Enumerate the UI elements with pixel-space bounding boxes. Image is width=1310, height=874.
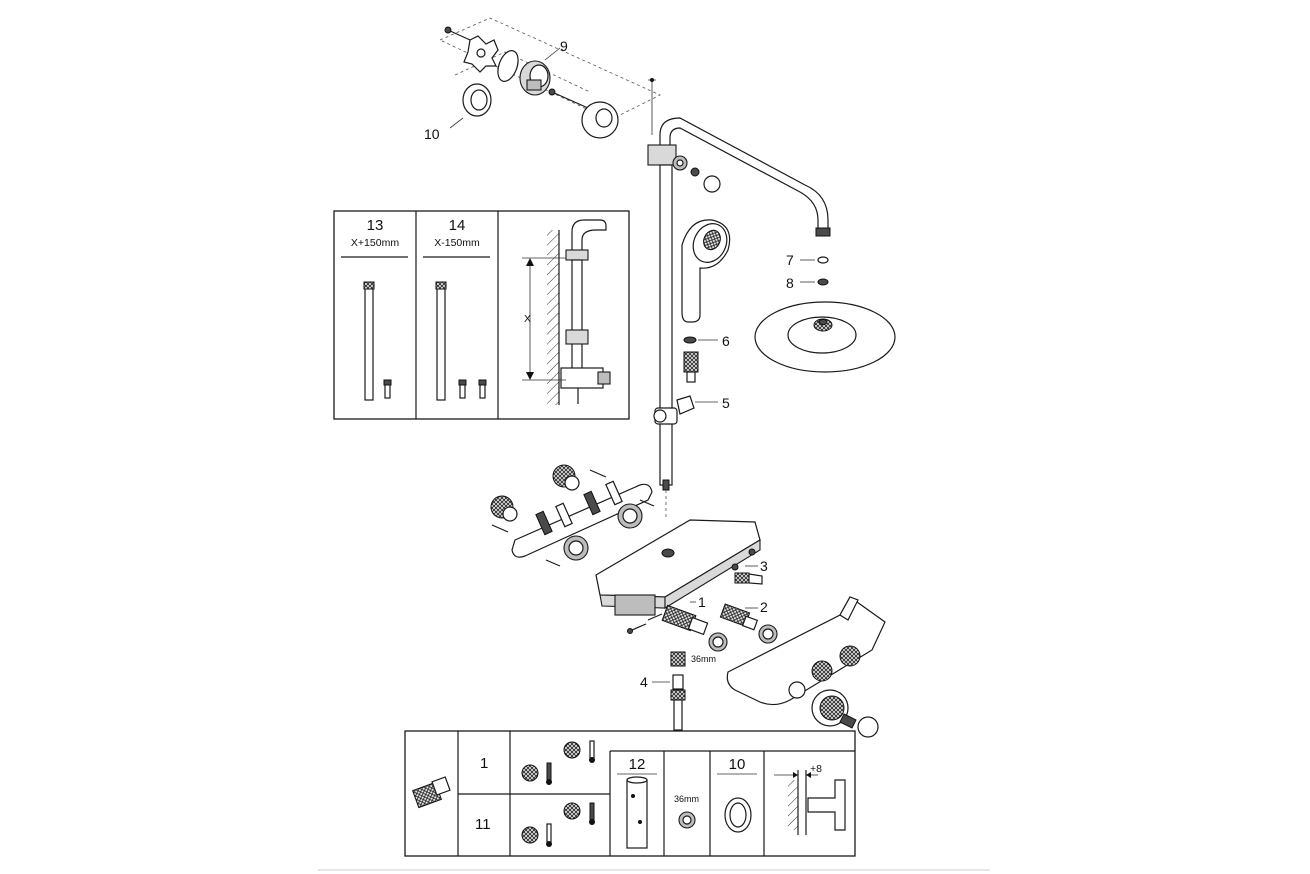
spare-offset-detail: +8 [774, 763, 846, 835]
spare-col-10-number: 10 [729, 756, 746, 773]
wall-flange [519, 60, 551, 96]
diverter-3 [734, 572, 763, 585]
temperature-handle [811, 689, 879, 738]
extension-panel: 13 X+150mm 14 X-150mm [333, 210, 630, 420]
spare-col-12-number: 12 [629, 756, 646, 773]
wall-section-detail: X [522, 219, 611, 405]
panel-13-text: X+150mm [351, 237, 399, 249]
spare-sleeve-12 [626, 776, 648, 849]
spare-nut-label: 36mm [674, 794, 699, 804]
callout-3: 3 [760, 558, 768, 574]
spares-table: 1 11 12 36mm [404, 730, 856, 857]
spare-row-1-parts [521, 740, 595, 785]
wall-o-ring [497, 50, 519, 82]
shower-arm-group: 7 8 [647, 117, 896, 373]
callout-10: 10 [424, 126, 440, 142]
mounting-screw-long [548, 88, 589, 109]
spare-row-2-number: 11 [475, 816, 491, 833]
spare-nut [678, 811, 696, 829]
cover-rosette [581, 101, 619, 139]
washer-8 [817, 278, 829, 286]
extension-tube-13 [363, 281, 392, 401]
callout-7: 7 [786, 252, 794, 268]
mounting-screw-top [444, 26, 471, 41]
callout-2: 2 [760, 599, 768, 615]
callout-1: 1 [698, 594, 706, 610]
callout-8: 8 [786, 275, 794, 291]
callout-4: 4 [640, 674, 648, 690]
mixer-assembly: 3 1 2 36mm 4 [490, 464, 886, 738]
washer-7 [817, 256, 829, 264]
spare-offset-label: +8 [810, 763, 822, 775]
dimension-x-label: X [524, 313, 531, 325]
riser-rail: 5 [653, 164, 730, 520]
nut-size-label: 36mm [691, 654, 716, 664]
star-plate [463, 35, 499, 73]
thermo-cartridge-1 [661, 604, 709, 636]
spare-ring-10 [724, 797, 752, 833]
shower-arm [659, 117, 829, 233]
decorative-ring [462, 83, 492, 117]
mounting-rail [511, 480, 653, 558]
head-shower [754, 301, 896, 373]
hand-shower: 6 [681, 219, 731, 383]
callout-6: 6 [722, 333, 730, 349]
flow-cartridge-2 [719, 603, 759, 631]
left-connectors [490, 464, 655, 567]
bath-spout [726, 596, 886, 706]
spare-row-2-parts [521, 802, 595, 847]
spare-row-1-number: 1 [480, 755, 488, 772]
thermostat-body [595, 519, 761, 616]
extension-tube-14 [435, 281, 487, 401]
panel-13-number: 13 [367, 217, 384, 234]
spare-cartridge-image [412, 776, 451, 809]
callout-9: 9 [560, 38, 568, 54]
arm-elbow-fitting [647, 144, 721, 193]
connector-4 [670, 651, 686, 731]
panel-14-text: X-150mm [434, 237, 480, 249]
panel-14-number: 14 [449, 217, 466, 234]
callout-5: 5 [722, 395, 730, 411]
slider-holder [653, 395, 695, 425]
wall-mount-group: 10 9 [424, 17, 661, 142]
